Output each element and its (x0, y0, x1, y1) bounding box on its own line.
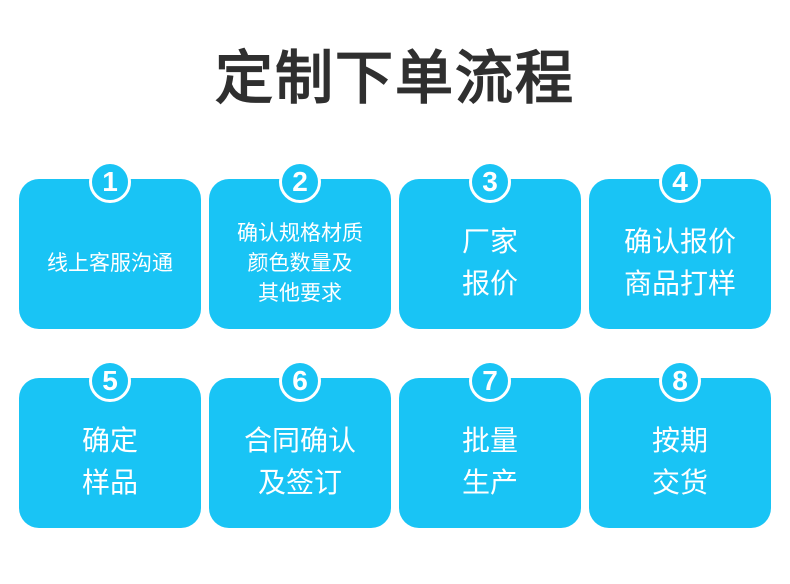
step-number-badge: 4 (659, 161, 701, 203)
step-text-line: 样品 (81, 466, 138, 499)
step-number-badge: 7 (469, 360, 511, 402)
step-card-1: 1 线上客服沟通 (19, 161, 201, 329)
step-text: 线上客服沟通 (19, 197, 201, 329)
step-text: 厂家 报价 (399, 197, 581, 329)
step-text-line: 确认规格材质 (237, 221, 363, 245)
step-card-5: 5 确定 样品 (19, 360, 201, 528)
step-card-3: 3 厂家 报价 (399, 161, 581, 329)
step-text-line: 合同确认 (243, 424, 356, 457)
step-card-8: 8 按期 交货 (589, 360, 771, 528)
step-text: 确定 样品 (19, 396, 201, 528)
step-text-line: 及签订 (257, 466, 342, 499)
step-text-line: 报价 (461, 267, 518, 300)
step-card-4: 4 确认报价 商品打样 (589, 161, 771, 329)
step-number-badge: 2 (279, 161, 321, 203)
step-number-badge: 8 (659, 360, 701, 402)
step-text-line: 确认报价 (623, 225, 736, 258)
step-text-line: 商品打样 (623, 267, 736, 300)
step-number-badge: 3 (469, 161, 511, 203)
step-text: 批量 生产 (399, 396, 581, 528)
step-card-6: 6 合同确认 及签订 (209, 360, 391, 528)
step-number-badge: 5 (89, 360, 131, 402)
step-text-line: 线上客服沟通 (47, 251, 173, 275)
step-text: 按期 交货 (589, 396, 771, 528)
step-text-line: 其他要求 (258, 281, 342, 305)
step-number-badge: 6 (279, 360, 321, 402)
page-title: 定制下单流程 (214, 44, 575, 112)
step-number-badge: 1 (89, 161, 131, 203)
step-text: 合同确认 及签订 (209, 396, 391, 528)
step-text-line: 交货 (651, 466, 708, 499)
step-text-line: 颜色数量及 (247, 251, 353, 275)
step-text-line: 确定 (81, 424, 138, 457)
step-text-line: 厂家 (461, 225, 518, 258)
step-text: 确认报价 商品打样 (589, 197, 771, 329)
step-text: 确认规格材质 颜色数量及 其他要求 (209, 197, 391, 329)
step-card-7: 7 批量 生产 (399, 360, 581, 528)
step-text-line: 按期 (651, 424, 708, 457)
step-text-line: 生产 (461, 466, 518, 499)
step-card-2: 2 确认规格材质 颜色数量及 其他要求 (209, 161, 391, 329)
step-text-line: 批量 (461, 424, 518, 457)
